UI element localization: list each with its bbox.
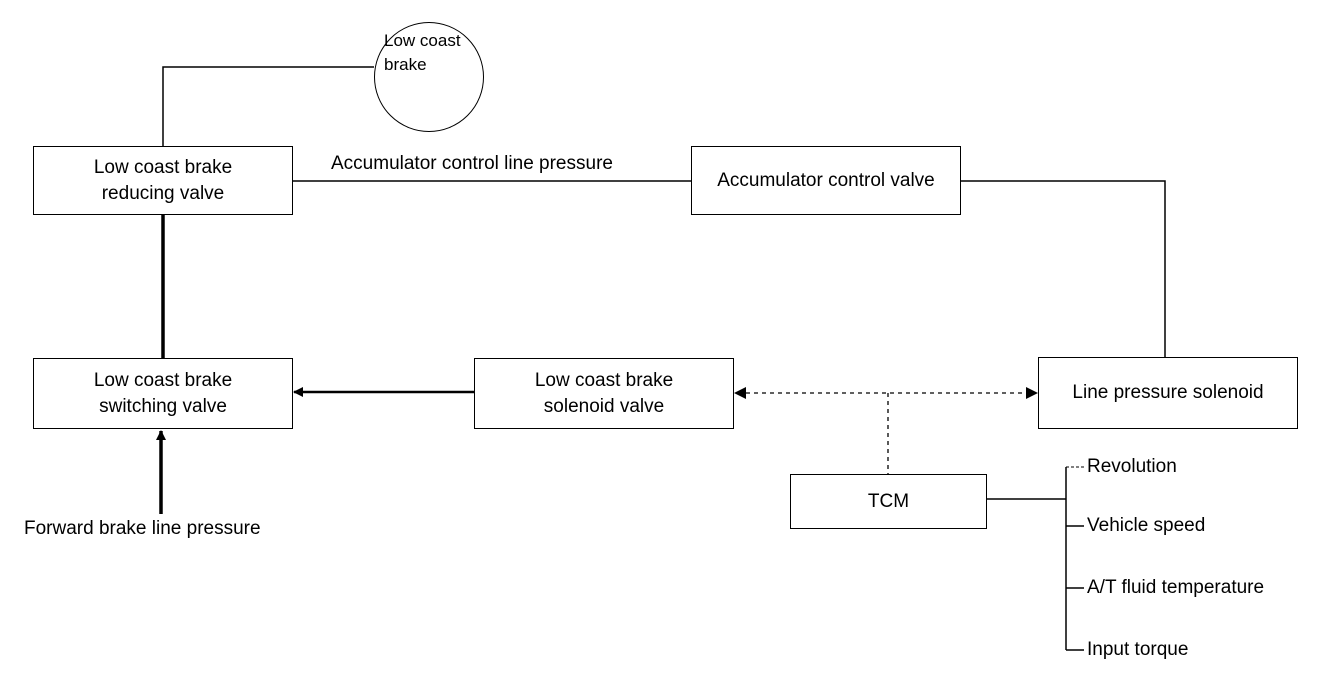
switching-valve-line1: Low coast brake xyxy=(93,369,233,391)
reducing-valve-line1: Low coast brake xyxy=(93,156,233,178)
low-coast-brake-line1: Low coast xyxy=(384,31,461,50)
low-coast-brake-line2: brake xyxy=(384,55,427,74)
reducing-valve-box: Low coast brake reducing valve xyxy=(33,146,293,215)
tcm-box: TCM xyxy=(790,474,987,529)
accumulator-control-valve-box: Accumulator control valve xyxy=(691,146,961,215)
line-accumulator-to-solenoid xyxy=(960,180,1166,357)
line-pressure-solenoid-box: Line pressure solenoid xyxy=(1038,357,1298,429)
tcm-input-vehicle-speed: Vehicle speed xyxy=(1087,515,1206,536)
accumulator-control-line-pressure-label: Accumulator control line pressure xyxy=(331,153,613,174)
forward-brake-line-pressure-label: Forward brake line pressure xyxy=(24,518,261,539)
switching-valve-box: Low coast brake switching valve xyxy=(33,358,293,429)
tcm-input-revolution: Revolution xyxy=(1087,456,1177,477)
solenoid-valve-box: Low coast brake solenoid valve xyxy=(474,358,734,429)
line-reducing-to-brake xyxy=(162,66,374,146)
switching-valve-line2: switching valve xyxy=(99,395,227,417)
low-coast-brake-circle: Low coast brake xyxy=(374,22,484,132)
solenoid-valve-line1: Low coast brake xyxy=(534,369,674,391)
line-pressure-solenoid-label: Line pressure solenoid xyxy=(1072,382,1264,403)
tcm-input-input-torque: Input torque xyxy=(1087,639,1189,660)
reducing-valve-line2: reducing valve xyxy=(101,182,225,204)
tcm-input-fluid-temperature: A/T fluid temperature xyxy=(1087,577,1265,598)
arrowhead-to-line-pressure-solenoid xyxy=(1026,387,1038,399)
tcm-label: TCM xyxy=(867,490,910,512)
arrowhead-to-solenoid-valve xyxy=(734,387,746,399)
accumulator-control-valve-label: Accumulator control valve xyxy=(717,169,935,191)
solenoid-valve-line2: solenoid valve xyxy=(543,395,665,417)
